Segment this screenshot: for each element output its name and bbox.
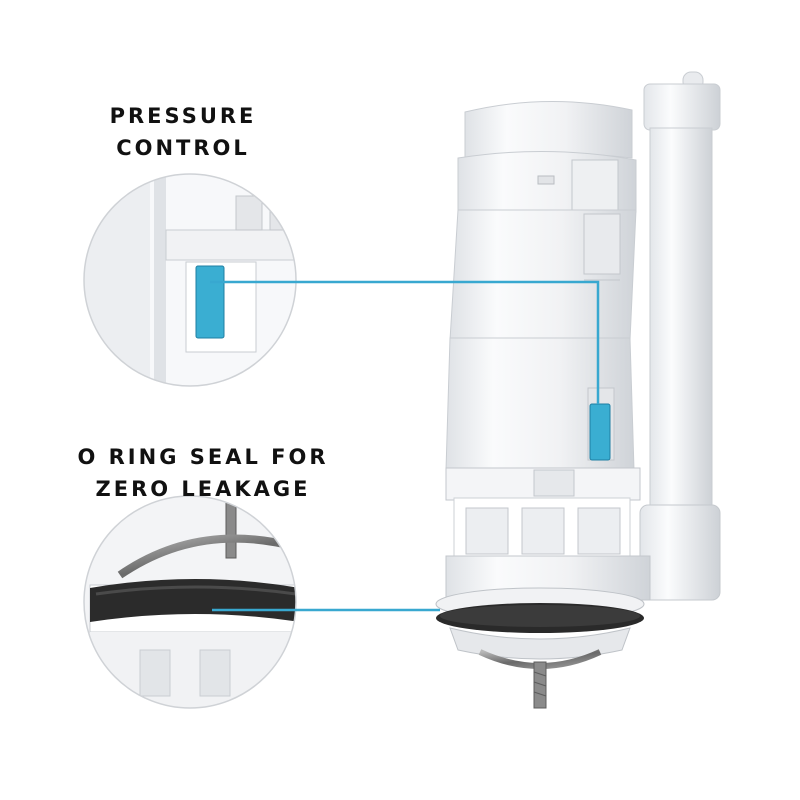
pressure-control-label-line1: PRESSURE — [109, 104, 257, 128]
overflow-tube — [639, 71, 721, 601]
bottom-clip — [478, 649, 602, 709]
base-flange — [435, 587, 645, 660]
top-cap — [457, 101, 637, 213]
pressure-control-zoom — [83, 173, 297, 387]
pressure-callout-line — [210, 280, 600, 404]
o-ring-seal-label: O RING SEAL FOR ZERO LEAKAGE — [72, 441, 334, 505]
pressure-control-label: PRESSURE CONTROL — [88, 100, 278, 164]
flush-valve — [435, 71, 721, 709]
o-ring-zoom — [83, 495, 297, 709]
pressure-control-label-line2: CONTROL — [116, 136, 250, 160]
bottom-cage — [445, 467, 651, 601]
o-ring-seal-label-line1: O RING SEAL FOR — [77, 445, 329, 469]
callout-lines — [210, 280, 600, 612]
o-ring-seal-label-line2: ZERO LEAKAGE — [95, 477, 311, 501]
pressure-control-tab — [589, 403, 611, 461]
